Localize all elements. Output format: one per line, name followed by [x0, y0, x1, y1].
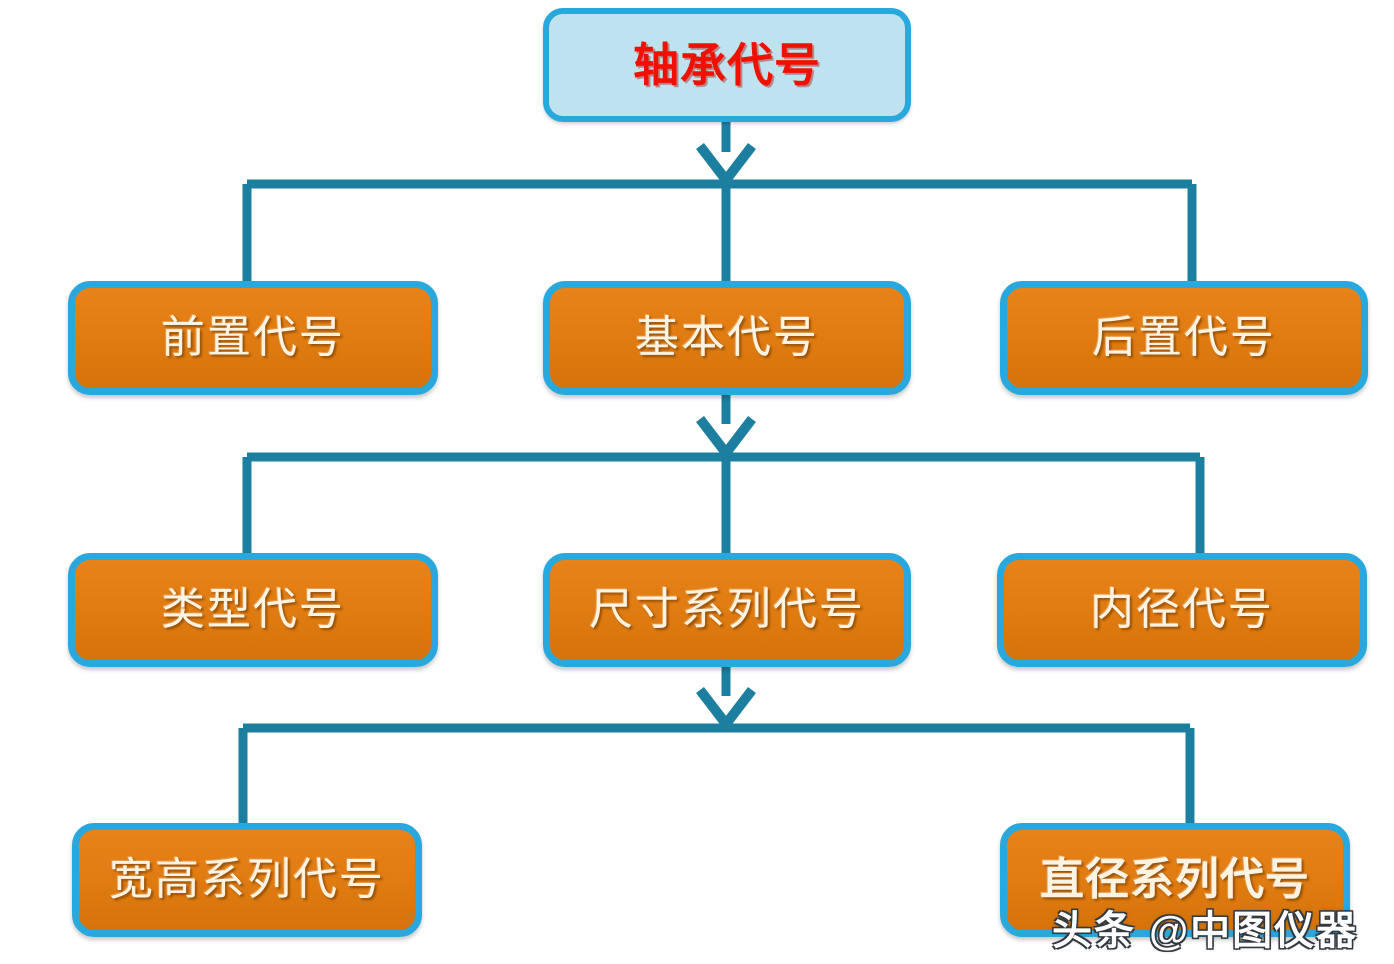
node-root-label: 轴承代号	[633, 39, 821, 91]
node-width-height-series-code[interactable]: 宽高系列代号	[72, 823, 422, 937]
arrowhead-root	[696, 142, 756, 189]
arrowhead-basic	[696, 415, 756, 462]
watermark-text: 头条 @中图仪器	[1052, 909, 1359, 953]
node-bore-code-label: 内径代号	[1090, 585, 1274, 634]
node-bore-code[interactable]: 内径代号	[997, 553, 1367, 667]
arrowhead-size-series	[696, 686, 756, 733]
node-prefix-code[interactable]: 前置代号	[68, 281, 438, 395]
node-suffix-code[interactable]: 后置代号	[1000, 281, 1368, 395]
node-diameter-series-code[interactable]: 直径系列代号	[1000, 823, 1350, 937]
node-width-height-series-code-label: 宽高系列代号	[109, 855, 385, 904]
node-diameter-series-code-label: 直径系列代号	[1040, 855, 1310, 904]
node-size-series-code[interactable]: 尺寸系列代号	[543, 553, 911, 667]
node-type-code-label: 类型代号	[161, 585, 345, 634]
node-root[interactable]: 轴承代号	[543, 8, 911, 122]
node-basic-code-label: 基本代号	[635, 313, 819, 362]
node-suffix-code-label: 后置代号	[1092, 313, 1276, 362]
node-type-code[interactable]: 类型代号	[68, 553, 438, 667]
node-prefix-code-label: 前置代号	[161, 313, 345, 362]
node-size-series-code-label: 尺寸系列代号	[589, 585, 865, 634]
node-basic-code[interactable]: 基本代号	[543, 281, 911, 395]
